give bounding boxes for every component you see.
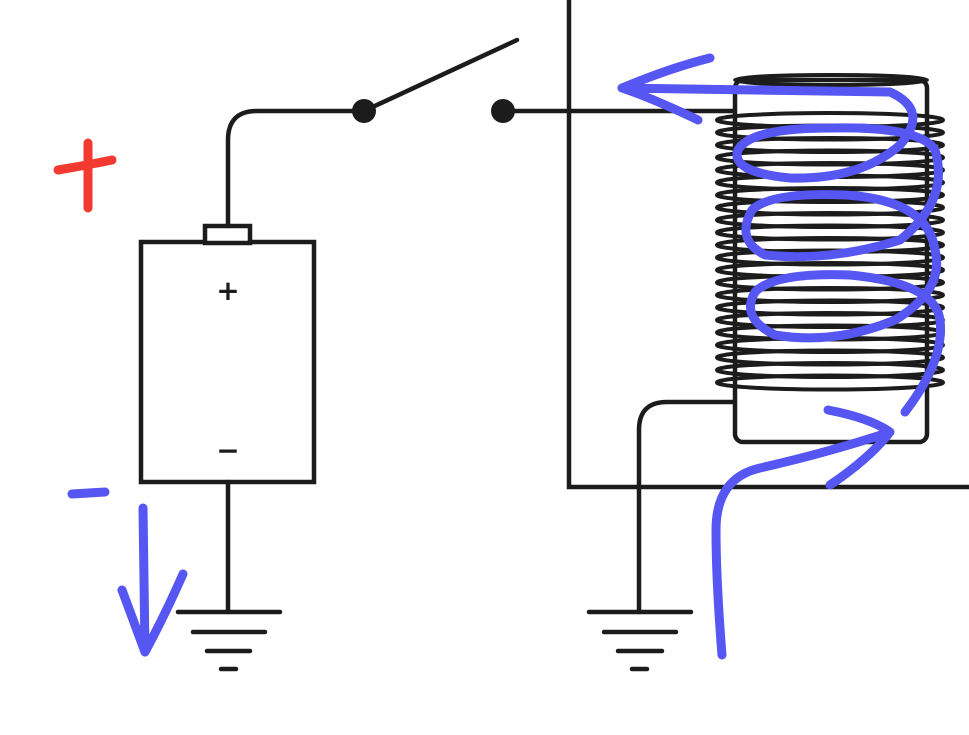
coil-turn bbox=[715, 373, 945, 392]
positive-annotation-label: + bbox=[0, 0, 1, 1]
wire-coil-to-ground bbox=[636, 399, 738, 615]
battery-positive-sign: + bbox=[216, 274, 239, 307]
negative-annotation-label: − bbox=[0, 0, 1, 1]
ground-symbol-right bbox=[586, 609, 694, 672]
relay-frame bbox=[566, 0, 969, 490]
negative-annotation-mark bbox=[67, 487, 110, 499]
current-flow-spiral bbox=[617, 53, 946, 417]
switch-lever bbox=[361, 37, 520, 114]
battery-negative-sign: − bbox=[216, 434, 239, 467]
switch-terminal-left bbox=[352, 99, 376, 123]
coil-core-top bbox=[733, 73, 929, 87]
current-flow-down-arrow bbox=[117, 503, 188, 657]
current-flow-return bbox=[711, 405, 895, 660]
ground-symbol-left bbox=[175, 609, 283, 672]
wire-battery-to-switch bbox=[225, 108, 367, 229]
positive-annotation-mark bbox=[53, 138, 117, 213]
battery-terminal-cap bbox=[202, 223, 253, 246]
